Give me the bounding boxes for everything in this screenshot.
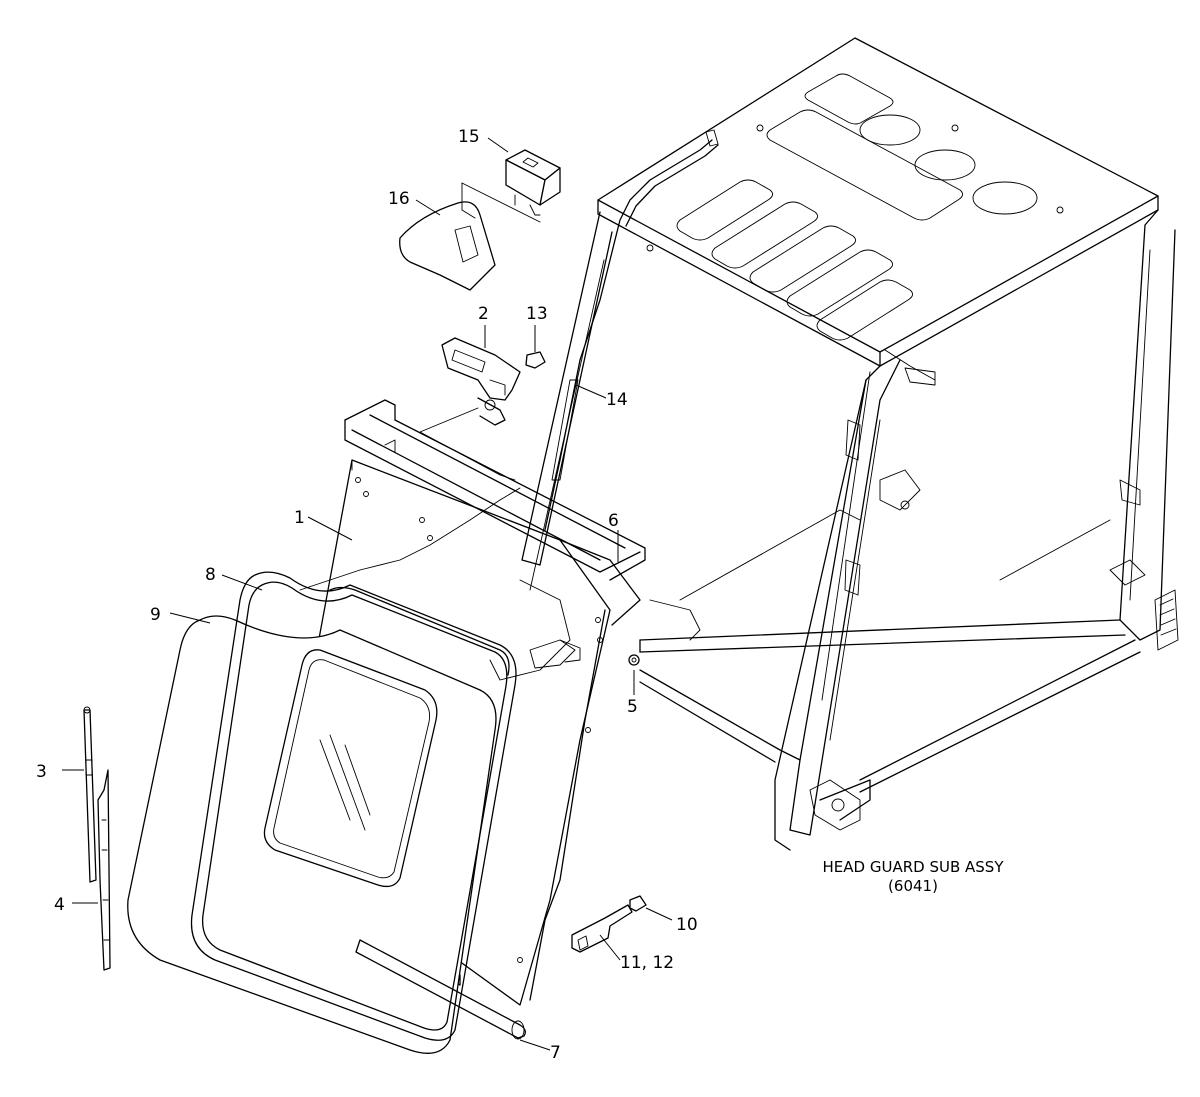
callout-1: 1 <box>294 508 305 528</box>
callout-11-12: 11, 12 <box>620 953 674 973</box>
callout-6: 6 <box>608 511 619 531</box>
switch <box>505 149 561 216</box>
callout-7: 7 <box>550 1043 561 1063</box>
caption-title: HEAD GUARD SUB ASSY <box>823 858 1005 876</box>
leader-lines <box>62 137 673 1051</box>
roof-slots <box>646 73 1064 341</box>
head-guard-frame <box>521 37 1179 851</box>
switch-cover <box>399 182 541 291</box>
caption-code: (6041) <box>888 877 938 895</box>
callout-8: 8 <box>205 565 216 585</box>
callout-4: 4 <box>54 895 65 915</box>
nut-10 <box>629 895 647 912</box>
bottom-strip <box>355 939 526 1040</box>
stopper-bracket <box>571 904 633 953</box>
wiper-arm <box>83 706 97 883</box>
callout-14: 14 <box>606 390 628 410</box>
weather-strip <box>344 399 646 581</box>
wiper-blade <box>97 769 111 971</box>
callouts: 1 2 3 4 5 6 7 8 9 10 11, 12 13 14 15 16 <box>36 127 698 1063</box>
glass-seal <box>190 571 517 1041</box>
callout-16: 16 <box>388 189 410 209</box>
door-handle <box>441 337 521 426</box>
callout-15: 15 <box>458 127 480 147</box>
callout-9: 9 <box>150 605 161 625</box>
inner-window <box>263 649 438 888</box>
callout-2: 2 <box>478 304 489 324</box>
door-glass <box>127 615 497 1054</box>
rubber-stopper-5 <box>628 654 640 666</box>
callout-3: 3 <box>36 762 47 782</box>
assembly-caption: HEAD GUARD SUB ASSY (6041) <box>823 858 1005 895</box>
callout-13: 13 <box>526 304 548 324</box>
rear-grille <box>1154 589 1179 651</box>
nut-13 <box>525 351 546 369</box>
callout-5: 5 <box>627 697 638 717</box>
handle-link-rod <box>419 407 516 481</box>
callout-10: 10 <box>676 915 698 935</box>
